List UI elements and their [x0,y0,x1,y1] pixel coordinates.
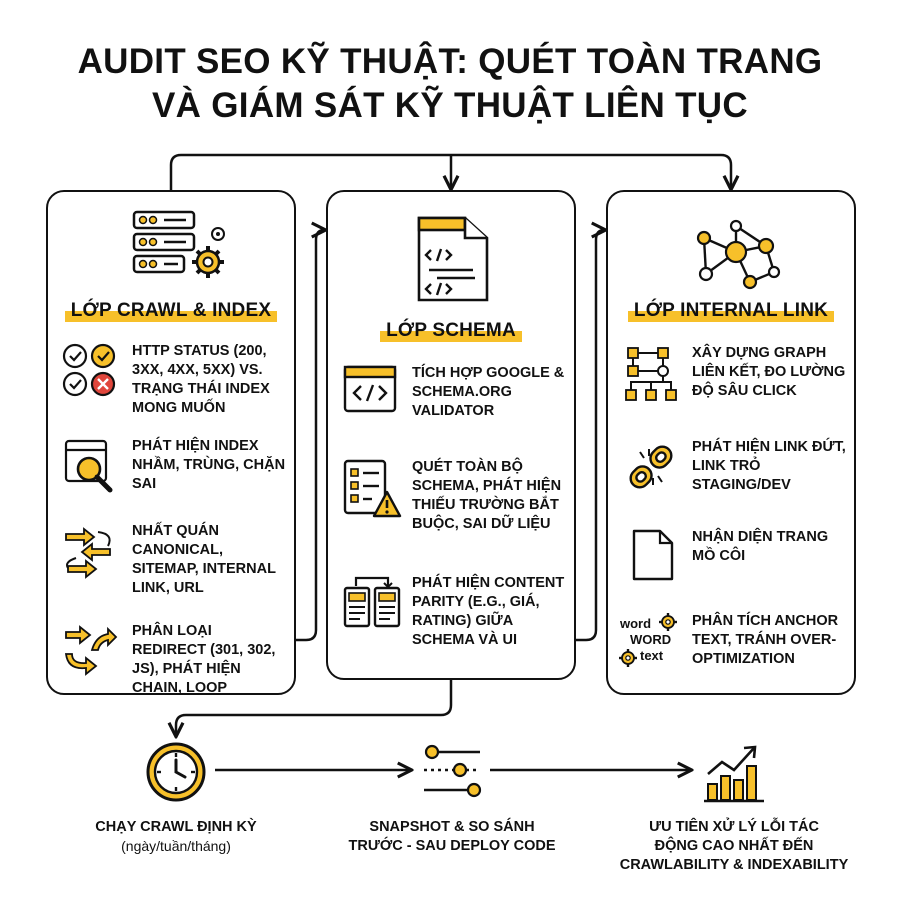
panel-schema-title: LỚP SCHEMA [328,318,574,342]
clock-icon [146,742,206,802]
page-title-line-1: AUDIT SEO KỸ THUẬT: QUÉT TOÀN TRANG [77,42,823,81]
item-text: PHÂN TÍCH ANCHOR TEXT, TRÁNH OVER-OPTIMI… [692,613,839,667]
item-text: TÍCH HỢP GOOGLE & SCHEMA.ORG VALIDATOR [412,365,565,419]
item-text: PHÁT HIỆN INDEX NHẦM, TRÙNG, CHẶN SAI [132,438,286,492]
bottom-step-snapshot: SNAPSHOT & SO SÁNH TRƯỚC - SAU DEPLOY CO… [318,740,586,856]
growth-chart-icon [704,745,764,803]
panel-crawl-index-title: LỚP CRAWL & INDEX [48,298,294,322]
icon-word-2: WORD [630,632,671,647]
code-window-icon [343,365,397,413]
top-connector [169,153,731,190]
bottom-step-priority-text: ƯU TIÊN XỬ LÝ LỖI TÁC ĐỘNG CAO NHẤT ĐẾN … [619,819,849,873]
code-document-icon [417,216,489,302]
item-text: PHÁT HIỆN CONTENT PARITY (E.G., GIÁ, RAT… [412,575,565,648]
broken-link-icon [629,445,673,489]
page-title: AUDIT SEO KỸ THUẬT: QUÉT TOÀN TRANG VÀ G… [0,40,900,128]
status-check-icon [62,343,116,397]
icon-word-3: text [640,648,664,663]
magnifier-page-icon [64,439,113,493]
bottom-step-priority: ƯU TIÊN XỬ LÝ LỖI TÁC ĐỘNG CAO NHẤT ĐẾN … [604,740,864,875]
item-text: NHẬN DIỆN TRANG MỒ CÔI [692,529,829,564]
redirect-arrows-icon [64,625,118,676]
page-title-line-2: VÀ GIÁM SÁT KỸ THUẬT LIÊN TỤC [152,86,748,125]
panel-schema: LỚP SCHEMA TÍCH HỢP GOOGLE & SCHEMA.ORG … [326,190,576,680]
bottom-step-crawl-sub: (ngày/tuần/tháng) [121,838,231,854]
item-text: PHÂN LOẠI REDIRECT (301, 302, JS), PHÁT … [132,623,276,696]
item-text: QUÉT TOÀN BỘ SCHEMA, PHÁT HIỆN THIẾU TRƯ… [412,459,562,532]
network-graph-icon [696,219,781,290]
bottom-step-crawl: CHẠY CRAWL ĐỊNH KỲ (ngày/tuần/tháng) [62,740,290,856]
panel-crawl-index: LỚP CRAWL & INDEX HTTP STATUS (200, 3xx,… [46,190,296,696]
link-panel-1-2 [296,230,324,642]
icon-word-1: word [619,616,651,631]
slider-timeline-icon [424,744,482,798]
panel-internal-link: LỚP INTERNAL LINK XÂY DỰNG GRAPH LIÊN KẾ… [606,190,856,695]
bottom-step-crawl-text: CHẠY CRAWL ĐỊNH KỲ [95,819,257,835]
compare-documents-icon [343,576,401,628]
checklist-warning-icon [343,459,402,518]
item-text: HTTP STATUS (200, 3xx, 4xx, 5xx) VS. TRẠ… [132,343,270,416]
item-text: PHÁT HIỆN LINK ĐỨT, LINK TRỎ STAGING/DEV [692,439,846,493]
link-panel-2-3 [576,230,604,642]
word-cloud-icon: word WORD text [619,613,677,667]
item-text: NHẤT QUÁN CANONICAL, SITEMAP, INTERNAL L… [132,523,276,596]
panel-internal-link-title: LỚP INTERNAL LINK [608,298,854,322]
hierarchy-icon [625,347,677,401]
server-gear-icon [132,210,225,278]
blank-page-icon [632,529,674,581]
item-text: XÂY DỰNG GRAPH LIÊN KẾT, ĐO LƯỜNG ĐỘ SÂU… [692,345,846,399]
arrows-sync-icon [65,527,111,579]
bottom-step-snapshot-text: SNAPSHOT & SO SÁNH TRƯỚC - SAU DEPLOY CO… [348,819,556,854]
